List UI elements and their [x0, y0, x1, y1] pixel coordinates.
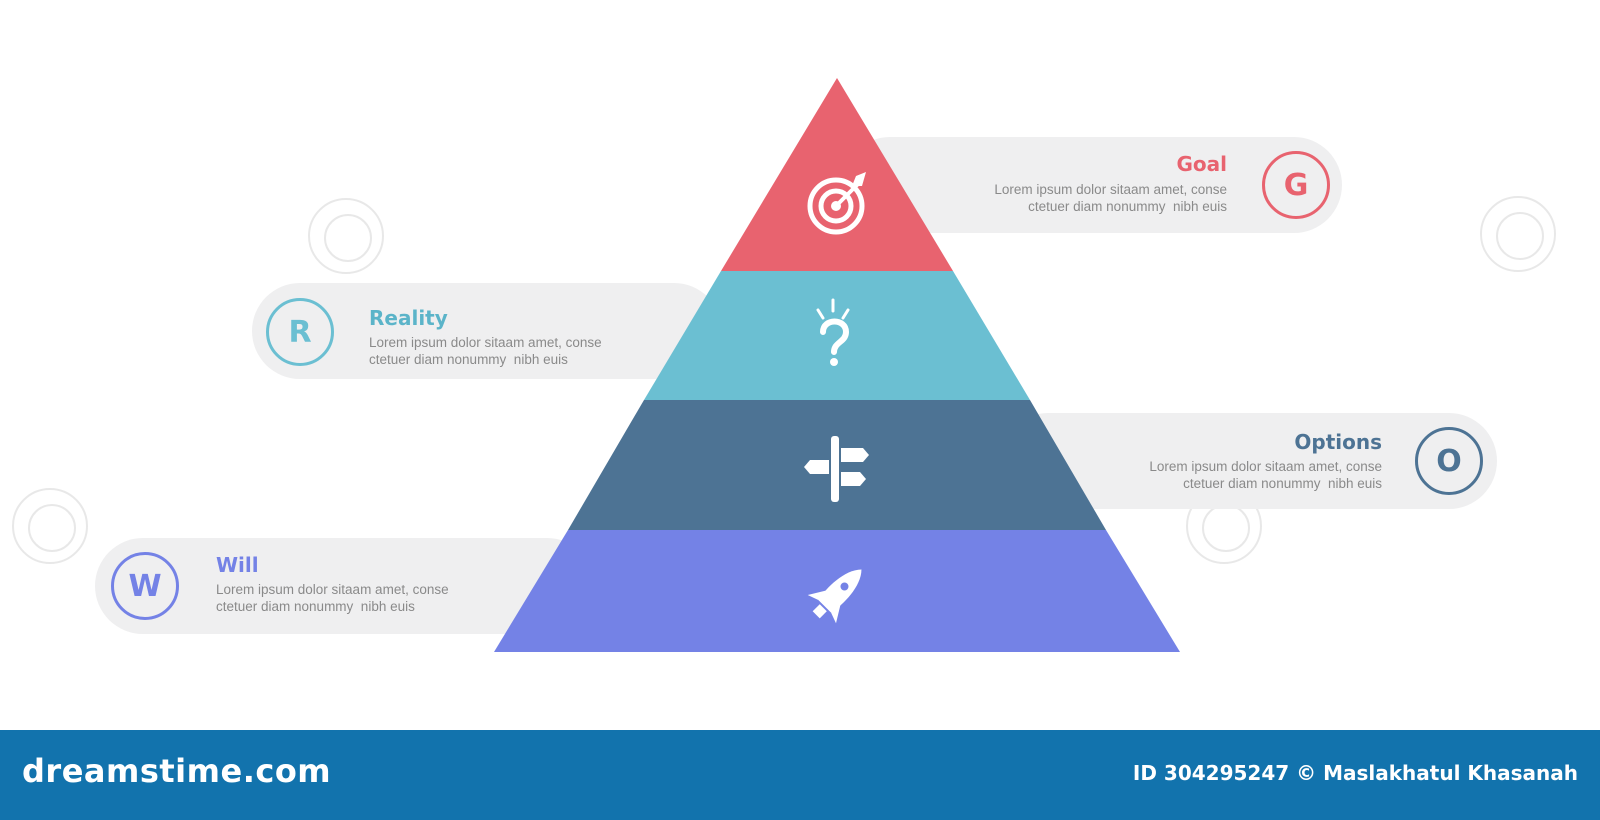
watermark-logo — [12, 488, 88, 564]
goal-description-line1: Lorem ipsum dolor sitaam amet, conse — [994, 182, 1227, 197]
grow-pyramid-infographic: Goal Lorem ipsum dolor sitaam amet, cons… — [12, 78, 1556, 652]
goal-description-line2: ctetuer diam nonummy nibh euis — [1028, 199, 1227, 214]
options-description-line2: ctetuer diam nonummy nibh euis — [1183, 476, 1382, 491]
goal-label-pill — [842, 137, 1342, 233]
options-description-line1: Lorem ipsum dolor sitaam amet, conse — [1149, 459, 1382, 474]
question-mark-icon — [816, 298, 850, 366]
pyramid-diagram — [494, 78, 1180, 652]
target-icon — [807, 172, 866, 235]
will-description-line1: Lorem ipsum dolor sitaam amet, conse — [216, 582, 449, 597]
reality-title: Reality — [369, 306, 448, 330]
reality-description-line2: ctetuer diam nonummy nibh euis — [369, 352, 568, 367]
watermark-logo — [308, 198, 384, 274]
reality-description-line1: Lorem ipsum dolor sitaam amet, conse — [369, 335, 602, 350]
goal-title: Goal — [1176, 152, 1227, 176]
options-title: Options — [1294, 430, 1382, 454]
reality-letter-badge: R — [266, 298, 334, 366]
pyramid-level-goal — [721, 78, 953, 271]
watermark-footer-bar: dreamstime.com ID 304295247 © Maslakhatu… — [0, 730, 1600, 820]
will-letter-badge: W — [111, 552, 179, 620]
goal-letter-badge: G — [1262, 151, 1330, 219]
watermark-brand: dreamstime.com — [22, 752, 332, 790]
signpost-icon — [804, 436, 869, 502]
pyramid-level-reality — [644, 271, 1030, 400]
image-credit: ID 304295247 © Maslakhatul Khasanah — [1132, 761, 1578, 785]
watermark-logo — [1480, 196, 1556, 272]
options-letter-badge: O — [1415, 427, 1483, 495]
will-title: Will — [216, 553, 259, 577]
will-description-line2: ctetuer diam nonummy nibh euis — [216, 599, 415, 614]
